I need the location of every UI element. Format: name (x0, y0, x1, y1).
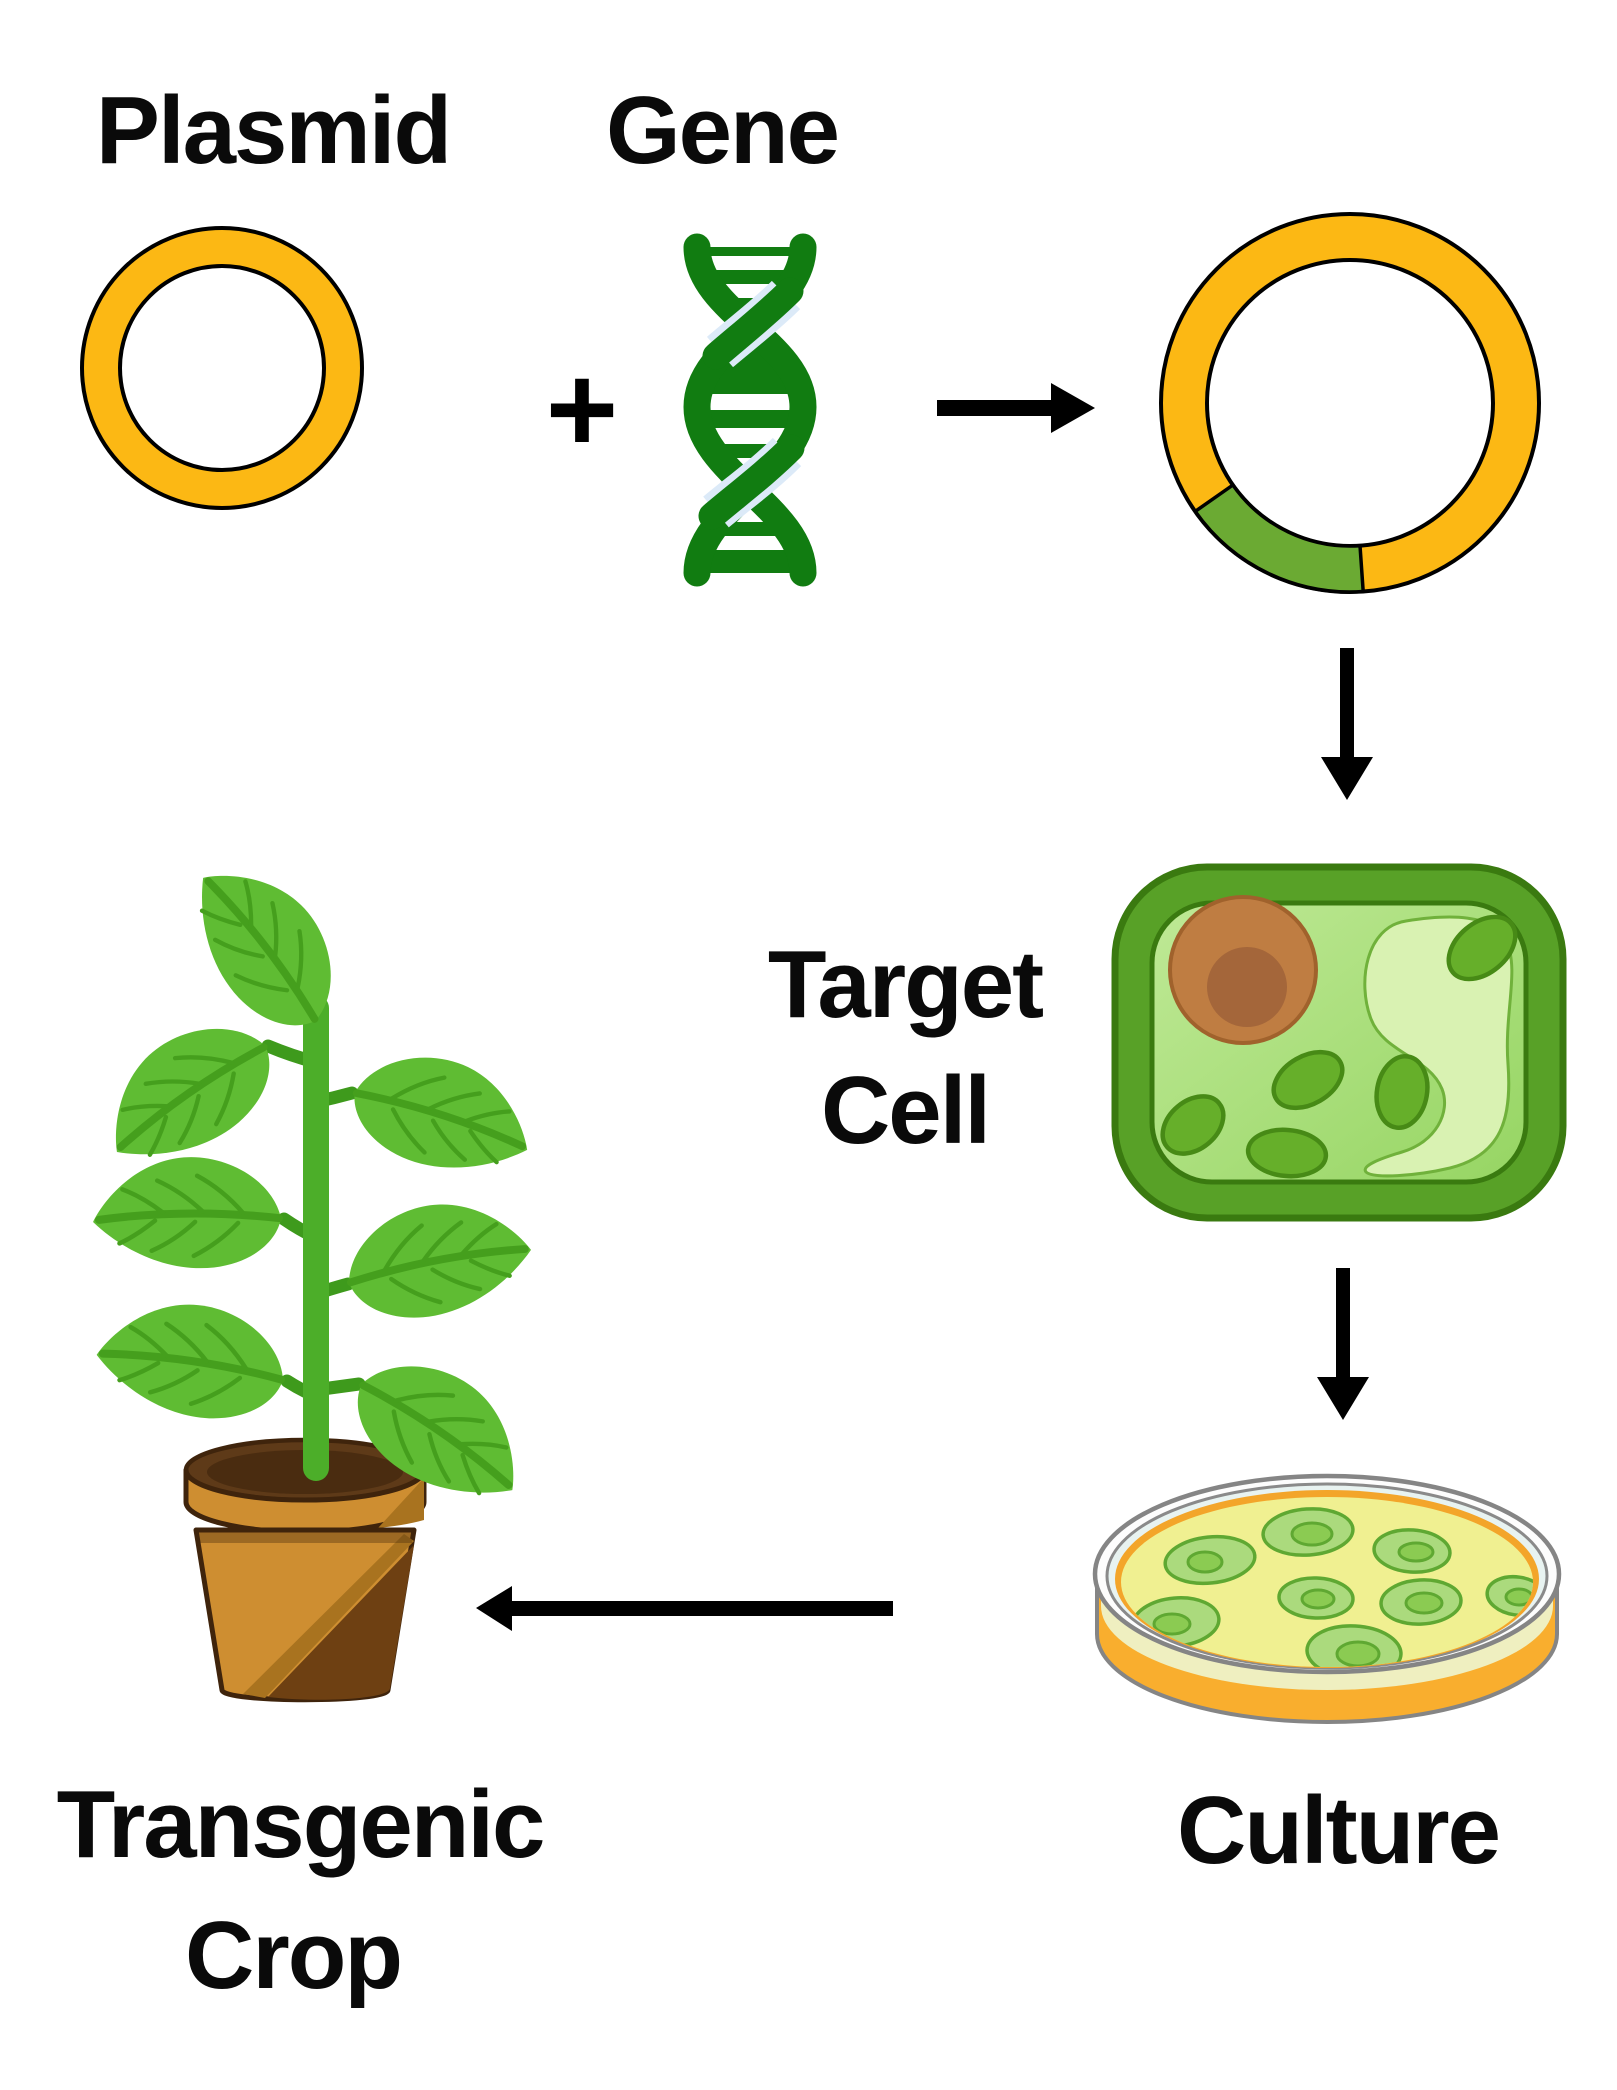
gene-label: Gene (606, 77, 838, 184)
pot-rim-underline (196, 1530, 414, 1543)
colony (1379, 1578, 1463, 1626)
dna-crossing-1 (702, 277, 804, 370)
chloroplast (1374, 1054, 1430, 1130)
chloroplast (1446, 914, 1518, 982)
target-cell-label-line2: Cell (821, 1057, 989, 1164)
petri-dish-icon (1092, 1473, 1562, 1724)
target-cell-label-line1: Target (768, 931, 1043, 1038)
pot-body-mid-shade (243, 1534, 414, 1698)
transgenic-crop-label-line1: Transgenic (57, 1771, 544, 1878)
recombinant-plasmid-icon (1159, 212, 1541, 594)
vacuole (1363, 915, 1514, 1178)
leaf (340, 1035, 546, 1194)
plasmid-label: Plasmid (96, 77, 450, 184)
dna-crossing-2 (698, 434, 805, 530)
culture-label: Culture (1177, 1777, 1499, 1884)
nucleolus (1207, 947, 1287, 1027)
pot-body-shadow (268, 1545, 414, 1700)
gene-insert-segment (1193, 483, 1365, 594)
colony (1372, 1528, 1452, 1574)
leaf (90, 1293, 291, 1428)
plant-cell-icon (1111, 863, 1567, 1222)
arrow-left-icon (476, 1586, 893, 1631)
arrow-down-icon-2 (1317, 1268, 1369, 1420)
leaf (92, 1155, 282, 1270)
potted-plant-icon (82, 840, 548, 1703)
dna-double-helix-icon (683, 233, 817, 587)
chloroplast (1160, 1094, 1226, 1156)
leaf (166, 840, 363, 1049)
plasmid-inner-hole (118, 264, 326, 472)
transgenic-crop-label-line2: Crop (185, 1902, 401, 2009)
chloroplasts (1160, 914, 1518, 1179)
pot-rim-shade (378, 1478, 424, 1528)
arrow-right-icon (937, 383, 1095, 433)
chloroplast (1245, 1127, 1329, 1179)
colony (1261, 1507, 1355, 1557)
colony (1277, 1576, 1355, 1620)
colony (1163, 1534, 1257, 1586)
chloroplast (1271, 1049, 1345, 1111)
plasmid-ring-icon (80, 226, 364, 510)
leaf (338, 1189, 539, 1330)
colonies (1131, 1507, 1533, 1667)
flower-pot (183, 1437, 427, 1703)
plus-sign: + (546, 341, 618, 479)
arrow-down-icon-1 (1321, 648, 1373, 800)
